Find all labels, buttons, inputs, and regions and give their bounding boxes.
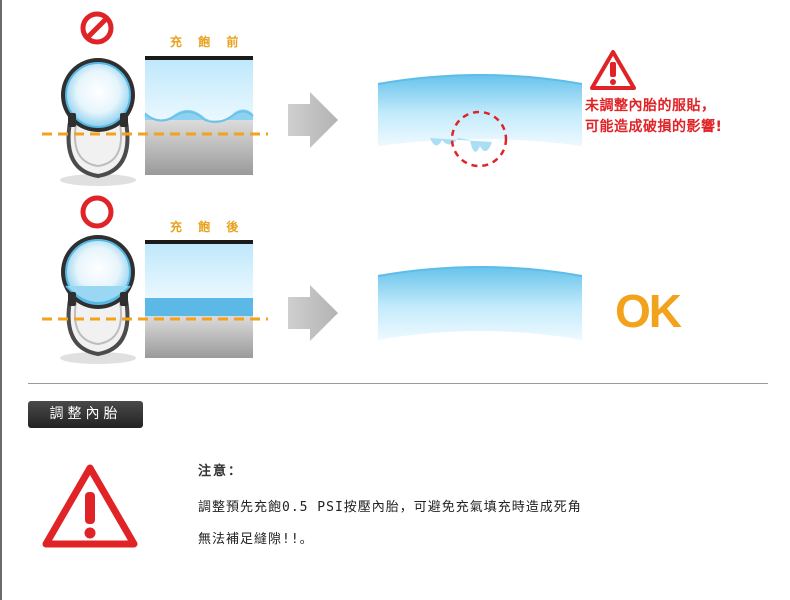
section-title: 調整內胎 — [28, 401, 143, 428]
warning-line-1: 未調整內胎的服貼， — [585, 98, 716, 114]
section-divider — [28, 383, 768, 384]
after-detail-box — [145, 240, 253, 358]
notice-body: 調整預先充飽0.5 PSI按壓內胎，可避免充氣填充時造成死角 無法補足縫隙!!。 — [198, 492, 718, 556]
proper-tube-band — [377, 266, 583, 340]
warning-triangle-icon — [590, 50, 636, 90]
after-inflation-label: 充 飽 後 — [170, 220, 245, 234]
warning-line-2: 可能造成破損的影響! — [585, 119, 723, 135]
defect-highlight-circle — [450, 110, 508, 168]
page-edge — [0, 0, 2, 600]
tire-cross-section-after — [60, 235, 136, 364]
comparison-illustration — [42, 11, 636, 364]
arrow-right-icon — [288, 92, 338, 148]
prohibited-icon — [80, 11, 114, 45]
before-detail-box — [144, 56, 254, 175]
deformed-tube-band — [377, 74, 583, 168]
arrow-right-icon — [288, 285, 338, 341]
notice-line-2: 無法補足縫隙!!。 — [198, 532, 314, 547]
warning-triangle-icon — [42, 464, 138, 548]
correct-circle-icon — [80, 195, 114, 229]
before-inflation-label: 充 飽 前 — [170, 35, 245, 49]
tire-cross-section-before — [60, 58, 136, 186]
warning-message: 未調整內胎的服貼， 可能造成破損的影響! — [585, 96, 722, 138]
ok-result-label: OK — [615, 285, 682, 337]
notice-line-1: 調整預先充飽0.5 PSI按壓內胎，可避免充氣填充時造成死角 — [198, 500, 582, 515]
notice-title: 注意： — [198, 464, 244, 479]
